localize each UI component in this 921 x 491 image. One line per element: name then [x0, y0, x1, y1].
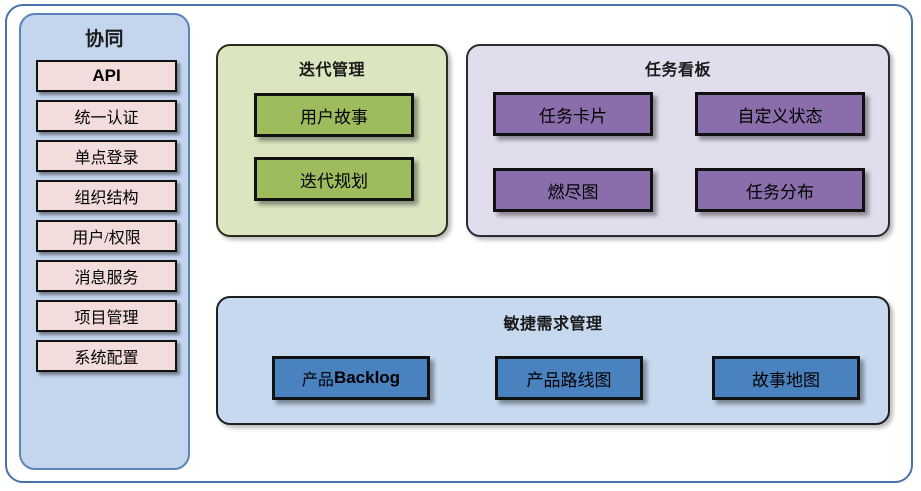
- agile-item-label: 产品路线图: [526, 370, 612, 390]
- collaboration-item-list: API 统一认证 单点登录 组织结构 用户/权限 消息服务 项目管理 系统配置: [36, 60, 177, 380]
- panel-task-board-title: 任务看板: [644, 62, 711, 79]
- agile-item-story-map[interactable]: 故事地图: [712, 356, 860, 400]
- outer-frame: [5, 4, 913, 483]
- panel-agile-requirements-title: 敏捷需求管理: [503, 316, 603, 333]
- sidebar-item-label: API: [92, 66, 121, 85]
- sidebar-item-label: 统一认证: [74, 110, 139, 127]
- agile-item-label-prefix: 产品: [301, 372, 334, 389]
- sidebar-item-single-sign-on[interactable]: 单点登录: [36, 140, 177, 172]
- sidebar-item-label: 单点登录: [74, 150, 139, 167]
- panel-iteration-management-title: 迭代管理: [298, 62, 365, 79]
- sidebar-item-label: 组织结构: [74, 190, 139, 207]
- panel-collaboration[interactable]: 协同 API 统一认证 单点登录 组织结构 用户/权限 消息服务 项目管理: [19, 13, 190, 470]
- agile-item-product-roadmap[interactable]: 产品路线图: [495, 356, 643, 400]
- sidebar-item-label: 系统配置: [74, 350, 139, 367]
- sidebar-item-api[interactable]: API: [36, 60, 177, 92]
- sidebar-item-label: 用户/权限: [72, 230, 141, 247]
- sidebar-item-label: 消息服务: [74, 270, 139, 287]
- taskboard-item-label: 任务卡片: [539, 106, 607, 126]
- taskboard-item-label: 自定义状态: [737, 106, 823, 126]
- sidebar-item-project-management[interactable]: 项目管理: [36, 300, 177, 332]
- panel-iteration-management[interactable]: 迭代管理 用户故事 迭代规划: [216, 44, 448, 237]
- sidebar-item-user-permission[interactable]: 用户/权限: [36, 220, 177, 252]
- taskboard-item-label: 燃尽图: [547, 182, 599, 202]
- agile-item-label-latin: Backlog: [333, 368, 401, 387]
- taskboard-item-task-distribution[interactable]: 任务分布: [695, 168, 865, 212]
- taskboard-item-label: 任务分布: [746, 182, 814, 202]
- iteration-item-label: 迭代规划: [300, 171, 368, 191]
- agile-item-label: 故事地图: [752, 370, 820, 390]
- iteration-item-label: 用户故事: [300, 107, 368, 127]
- taskboard-item-burndown-chart[interactable]: 燃尽图: [493, 168, 653, 212]
- taskboard-item-task-card[interactable]: 任务卡片: [493, 92, 653, 136]
- taskboard-item-custom-status[interactable]: 自定义状态: [695, 92, 865, 136]
- sidebar-item-system-config[interactable]: 系统配置: [36, 340, 177, 372]
- sidebar-item-org-structure[interactable]: 组织结构: [36, 180, 177, 212]
- sidebar-item-message-service[interactable]: 消息服务: [36, 260, 177, 292]
- sidebar-item-label: 项目管理: [74, 310, 139, 327]
- iteration-item-user-story[interactable]: 用户故事: [254, 93, 414, 137]
- iteration-item-iteration-planning[interactable]: 迭代规划: [254, 157, 414, 201]
- panel-collaboration-title: 协同: [84, 29, 124, 50]
- panel-task-board[interactable]: 任务看板 任务卡片 自定义状态 燃尽图 任务分布: [466, 44, 890, 237]
- sidebar-item-unified-auth[interactable]: 统一认证: [36, 100, 177, 132]
